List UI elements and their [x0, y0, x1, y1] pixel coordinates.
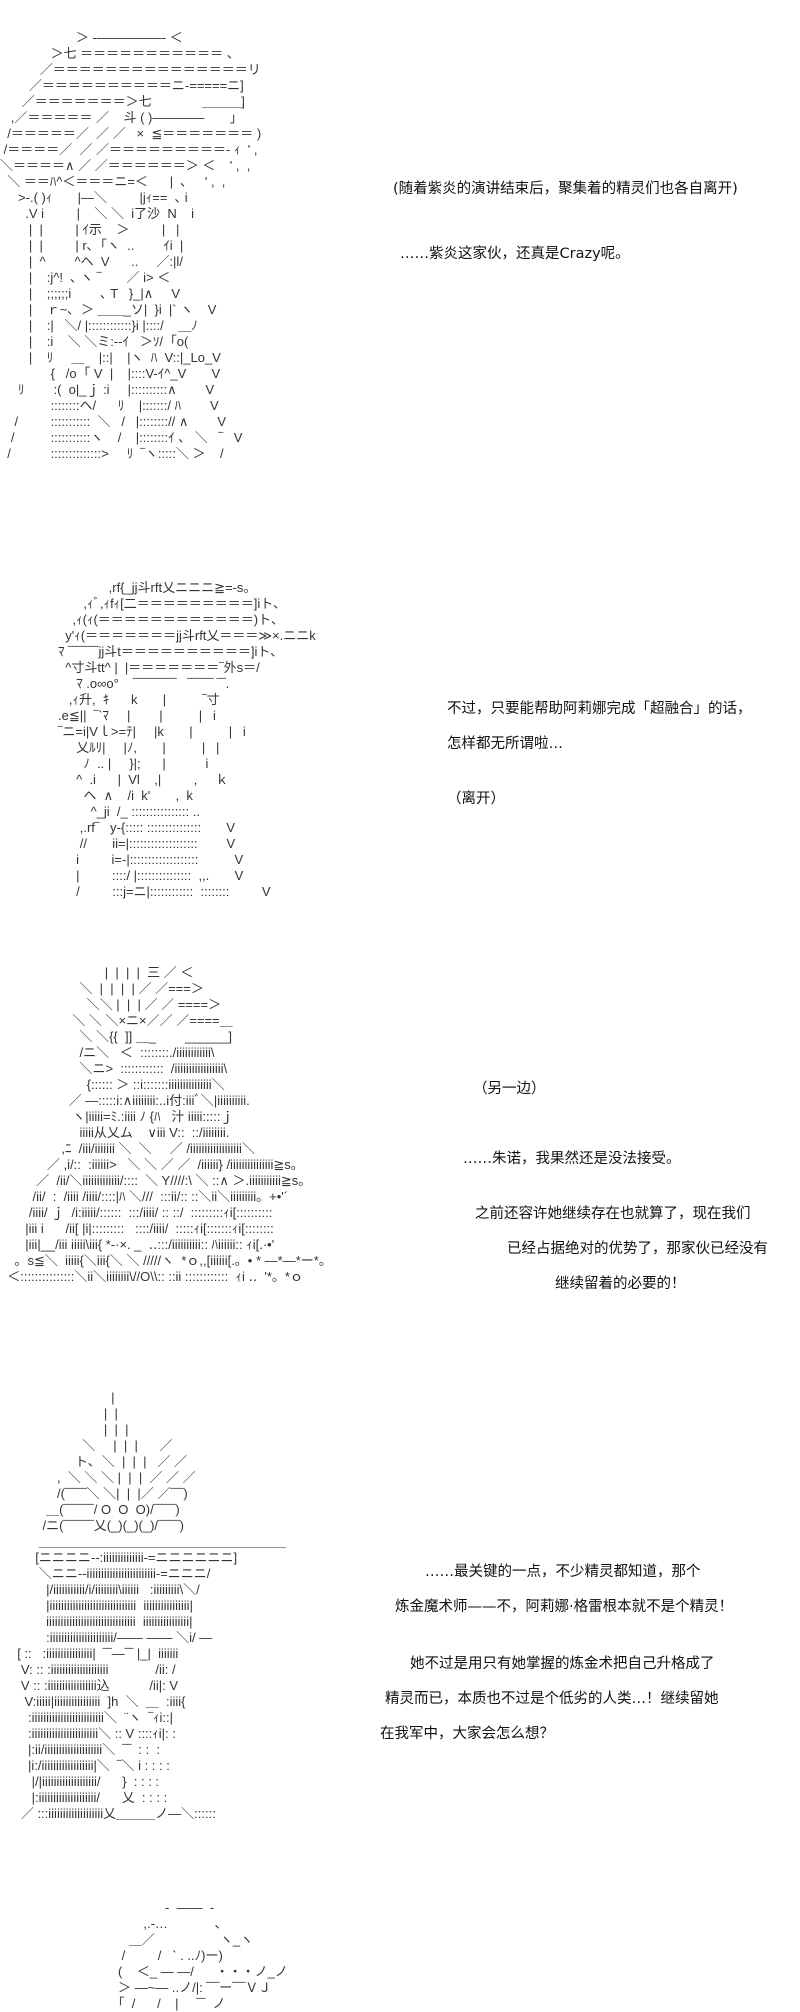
dialogue-line: 炼金魔术师——不，阿莉娜·格雷根本就不是个精灵！ [395, 1599, 734, 1615]
dialogue-line: 精灵而已，本质也不过是个低劣的人类…！继续留她 [385, 1691, 719, 1707]
dialogue-line: 她不过是用只有她掌握的炼金术把自己升格成了 [410, 1656, 715, 1672]
narration-caption: (随着紫炎的演讲结束后，聚集着的精灵们也各自离开) [393, 181, 738, 197]
dialogue-line: 已经占据绝对的优势了，那家伙已经没有 [507, 1241, 768, 1257]
dialogue-line: 在我军中，大家会怎么想？ [380, 1726, 554, 1742]
ascii-art-panel-4: | | | | | | ＼ | | | ／ ト､ ＼ | | | ／ ／ , ＼… [17, 1390, 286, 1821]
ascii-art-panel-3: | | | | 三 ／ ＜ ＼ | | | | ／ ／===＞ ＼＼ | | |… [7, 965, 332, 1284]
narration-caption: （另一边） [473, 1081, 546, 1097]
narration-caption: （离开） [447, 791, 505, 807]
dialogue-line: 之前还容许她继续存在也就算了，现在我们 [475, 1206, 751, 1222]
dialogue-line: 不过，只要能帮助阿莉娜完成「超融合」的话， [447, 701, 752, 717]
dialogue-line: ……朱诺，我果然还是没法接受。 [463, 1151, 681, 1167]
ascii-art-panel-5: - ―― - ,.-… ､ ＿／ ヽ_ヽ / / ` . ..ﾉ)ー) ( ＜_… [118, 1900, 288, 2011]
dialogue-line: 继续留着的必要的！ [555, 1276, 686, 1292]
dialogue-line: ……紫炎这家伙，还真是Crazy呢。 [400, 246, 630, 262]
ascii-art-panel-2: ,rf{_jj斗rft乂ニニニ≧=-s。 ,ｨﾞ,ｨfｨ[二＝＝＝＝＝＝＝＝＝]… [58, 580, 316, 899]
dialogue-line: ……最关键的一点，不少精灵都知道，那个 [425, 1564, 701, 1580]
dialogue-line: 怎样都无所谓啦… [447, 736, 563, 752]
ascii-art-panel-1: ＞ -―――――- ＜ ＞七 ＝＝＝＝＝＝＝＝＝＝＝ 、 ／＝＝＝＝＝＝＝＝＝＝… [0, 30, 262, 461]
